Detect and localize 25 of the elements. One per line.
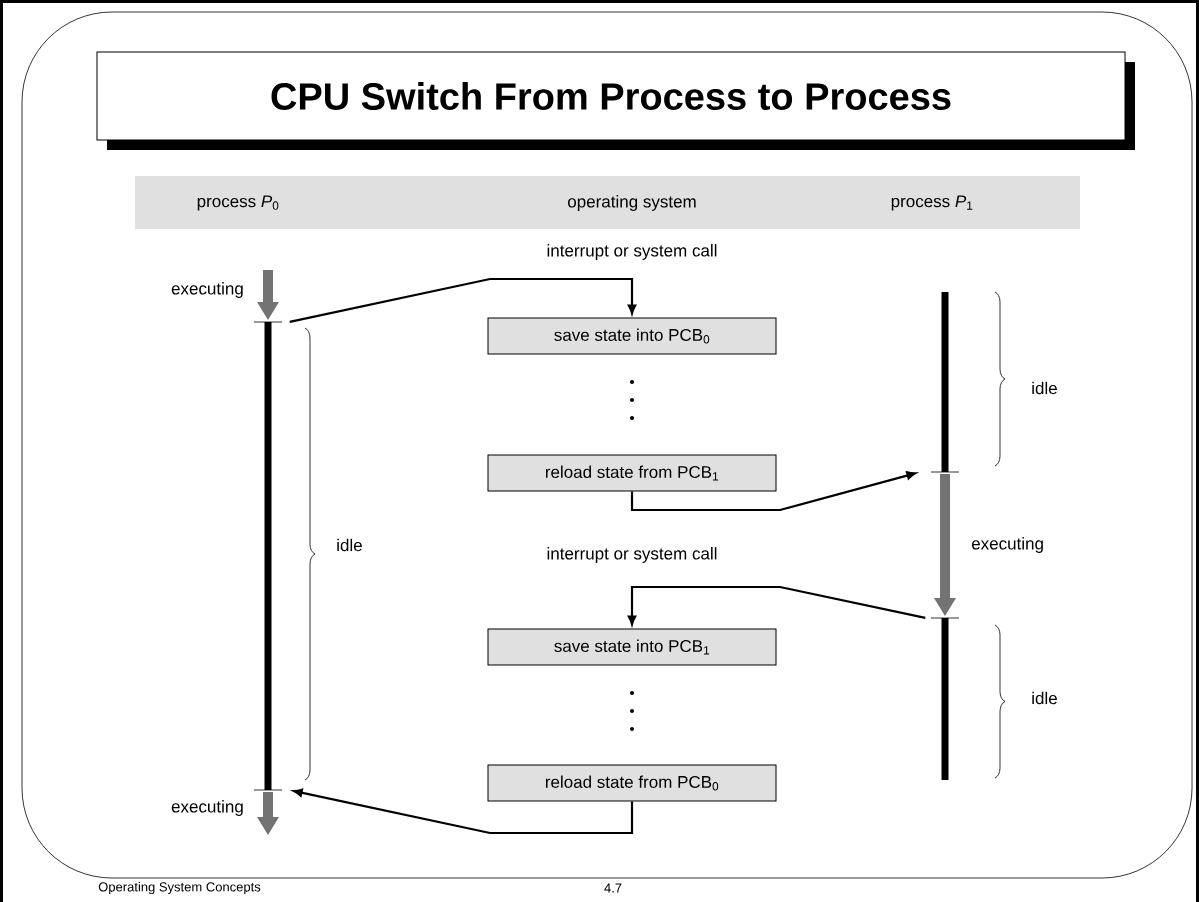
text-label: 4.7: [604, 883, 622, 893]
text-label: executing: [971, 537, 1043, 553]
process-box: save state into PCB$_{0}$: [487, 317, 777, 355]
text-label: idle: [1032, 691, 1057, 705]
arrow: [630, 471, 917, 512]
edge-label: interrupt or system call: [545, 243, 719, 261]
timeline-bar: [941, 618, 949, 780]
timeline-bar: [264, 322, 272, 790]
text-label: operating system: [568, 195, 696, 211]
edge-label: interrupt or system call: [545, 546, 719, 564]
text-label: executing: [171, 800, 243, 816]
title-box: CPU Switch From Process to Process: [96, 51, 1126, 141]
process-box: reload state from PCB$_{0}$: [487, 764, 777, 802]
text-label: process P$_{1}$: [891, 195, 973, 211]
process-box: reload state from PCB$_{1}$: [487, 454, 777, 492]
text-label: idle: [337, 538, 362, 552]
text-label: process P$_{0}$: [197, 195, 279, 211]
arrow: [292, 788, 634, 835]
text-label: executing: [171, 282, 243, 298]
arrow: [627, 585, 926, 626]
process-box: save state into PCB$_{1}$: [487, 628, 777, 666]
text-label: idle: [1032, 381, 1057, 395]
timeline-bar: [941, 292, 949, 472]
arrow: [289, 277, 637, 323]
text-label: Operating System Concepts: [98, 881, 261, 895]
